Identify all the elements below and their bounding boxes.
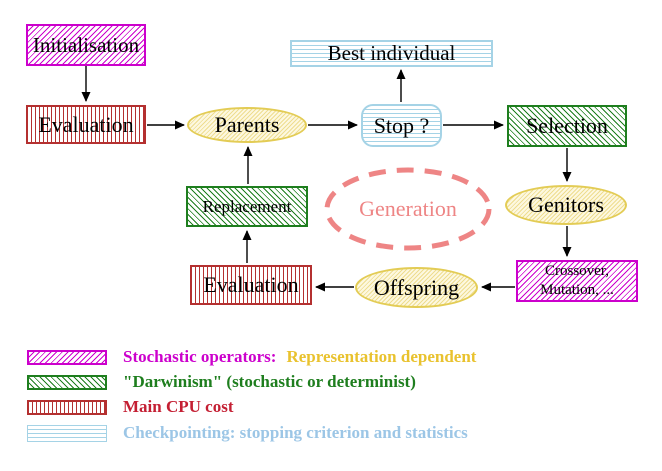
node-evaluation-bottom-label: Evaluation bbox=[203, 272, 299, 297]
node-stop-label: Stop ? bbox=[373, 112, 430, 138]
node-offspring-label: Offspring bbox=[373, 274, 460, 300]
node-initialisation-label: Initialisation bbox=[32, 32, 140, 57]
legend-swatch-cpu-cost bbox=[27, 399, 107, 415]
node-best-individual: Best individual bbox=[290, 40, 493, 67]
node-stop: Stop ? bbox=[361, 104, 442, 147]
legend-row-stochastic: Stochastic operators: Representation dep… bbox=[27, 347, 476, 367]
node-evaluation-bottom: Evaluation bbox=[190, 265, 312, 305]
legend-swatch-stochastic-operators bbox=[27, 349, 107, 365]
generation-dashed-ellipse bbox=[324, 167, 492, 251]
legend-label-representation-dependent: Representation dependent bbox=[286, 347, 477, 366]
node-replacement-label: Replacement bbox=[202, 197, 292, 216]
node-offspring: Offspring bbox=[355, 267, 478, 308]
node-parents-label: Parents bbox=[214, 112, 280, 137]
node-best-individual-label: Best individual bbox=[327, 41, 456, 65]
node-genitors: Genitors bbox=[505, 185, 627, 225]
legend-label-cpu-cost: Main CPU cost bbox=[123, 397, 234, 416]
legend-swatch-checkpointing bbox=[27, 424, 107, 442]
node-selection-label: Selection bbox=[526, 113, 608, 138]
legend-label-checkpointing: Checkpointing: stopping criterion and st… bbox=[123, 423, 468, 442]
node-crossover-mutation: Crossover,Mutation, ... bbox=[516, 260, 638, 302]
node-selection: Selection bbox=[507, 105, 627, 147]
legend-row-darwinism: "Darwinism" (stochastic or determinist) bbox=[27, 372, 416, 392]
node-parents: Parents bbox=[187, 107, 307, 143]
legend-row-checkpointing: Checkpointing: stopping criterion and st… bbox=[27, 423, 468, 443]
legend-label-darwinism: "Darwinism" (stochastic or determinist) bbox=[123, 372, 416, 391]
node-initialisation: Initialisation bbox=[26, 24, 146, 66]
node-genitors-label: Genitors bbox=[528, 192, 604, 217]
node-replacement: Replacement bbox=[186, 186, 308, 227]
node-evaluation-top: Evaluation bbox=[26, 105, 146, 144]
node-crossover-mutation-label: Crossover,Mutation, ... bbox=[540, 262, 614, 299]
legend-row-cpu-cost: Main CPU cost bbox=[27, 397, 233, 417]
node-evaluation-top-label: Evaluation bbox=[38, 111, 134, 137]
legend-swatch-darwinism bbox=[27, 374, 107, 390]
node-generation-label: Generation bbox=[359, 196, 457, 221]
node-generation: Generation bbox=[323, 166, 493, 252]
legend-label-stochastic-operators: Stochastic operators: bbox=[123, 347, 277, 366]
